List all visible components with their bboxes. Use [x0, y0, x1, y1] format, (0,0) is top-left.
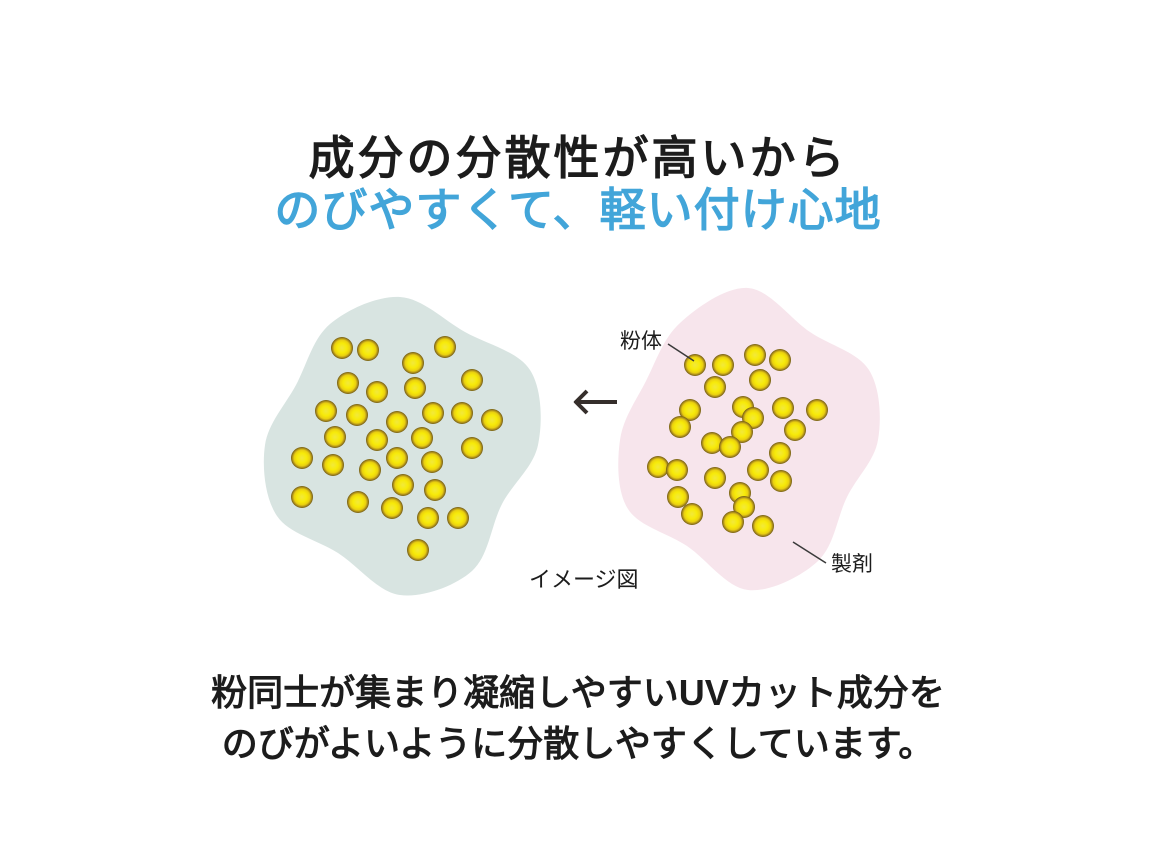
powder-particle-dot — [679, 399, 701, 421]
powder-particle-dot — [681, 503, 703, 525]
page-subtitle: のびやすくて、軽い付け心地 — [274, 184, 882, 236]
description-line-1: 粉同士が集まり凝縮しやすいUVカット成分を — [211, 672, 945, 713]
powder-particle-dot — [424, 479, 446, 501]
powder-particle-dot — [291, 447, 313, 469]
powder-particle-dot — [769, 442, 791, 464]
powder-particle-dot — [421, 451, 443, 473]
clustered-formulation-blob — [618, 287, 880, 591]
powder-particle-dot — [451, 402, 473, 424]
diagram-caption: イメージ図 — [529, 567, 639, 592]
page-title: 成分の分散性が高いから — [308, 132, 848, 184]
label-formulation: 製剤 — [831, 553, 873, 576]
label-leader-line — [667, 343, 695, 362]
powder-particle-dot — [461, 437, 483, 459]
powder-particle-dot — [704, 376, 726, 398]
powder-particle-dot — [752, 515, 774, 537]
powder-particle-dot — [481, 409, 503, 431]
powder-particle-dot — [346, 404, 368, 426]
powder-particle-dot — [701, 432, 723, 454]
powder-particle-dot — [411, 427, 433, 449]
powder-particle-dot — [747, 459, 769, 481]
powder-particle-dot — [366, 381, 388, 403]
powder-particle-dot — [434, 336, 456, 358]
powder-particle-dot — [417, 507, 439, 529]
powder-particle-dot — [667, 486, 689, 508]
powder-particle-dot — [769, 349, 791, 371]
powder-particle-dot — [322, 454, 344, 476]
powder-particle-dot — [347, 491, 369, 513]
left-arrow-icon — [573, 389, 617, 415]
powder-particle-dot — [784, 419, 806, 441]
powder-particle-dot — [731, 421, 753, 443]
dispersed-formulation-blob — [263, 296, 541, 596]
powder-particle-dot — [331, 337, 353, 359]
powder-particle-dot — [447, 507, 469, 529]
powder-particle-dot — [407, 539, 429, 561]
label-powder: 粉体 — [620, 330, 662, 353]
powder-particle-dot — [404, 377, 426, 399]
powder-particle-dot — [772, 397, 794, 419]
powder-particle-dot — [669, 416, 691, 438]
powder-particle-dot — [291, 486, 313, 508]
powder-particle-dot — [422, 402, 444, 424]
powder-particle-dot — [806, 399, 828, 421]
powder-particle-dot — [719, 436, 741, 458]
powder-particle-dot — [337, 372, 359, 394]
powder-particle-dot — [744, 344, 766, 366]
powder-particle-dot — [392, 474, 414, 496]
powder-particle-dot — [402, 352, 424, 374]
powder-particle-dot — [359, 459, 381, 481]
label-leader-line — [792, 541, 827, 564]
powder-particle-dot — [381, 497, 403, 519]
powder-particle-dot — [315, 400, 337, 422]
powder-particle-dot — [770, 470, 792, 492]
powder-particle-dot — [647, 456, 669, 478]
powder-particle-dot — [386, 411, 408, 433]
description-line-2: のびがよいように分散しやすくしています。 — [221, 723, 935, 764]
powder-particle-dot — [357, 339, 379, 361]
powder-particle-dot — [749, 369, 771, 391]
powder-particle-dot — [722, 511, 744, 533]
powder-particle-dot — [684, 354, 706, 376]
powder-particle-dot — [704, 467, 726, 489]
powder-particle-dot — [712, 354, 734, 376]
powder-particle-dot — [461, 369, 483, 391]
powder-particle-dot — [666, 459, 688, 481]
powder-particle-dot — [386, 447, 408, 469]
powder-particle-dot — [366, 429, 388, 451]
powder-particle-dot — [324, 426, 346, 448]
